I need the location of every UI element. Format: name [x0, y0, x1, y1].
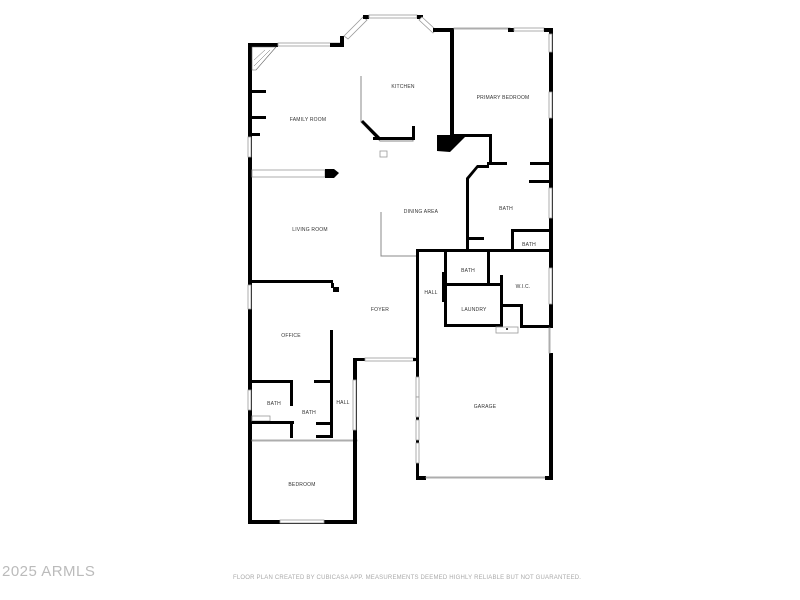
room-label-primary-bedroom: PRIMARY BEDROOM [476, 95, 530, 101]
room-label-bath: BATH [499, 206, 513, 212]
room-label-bath: BATH [267, 401, 281, 407]
room-label-bath: BATH [461, 268, 475, 274]
room-label-dining-area: DINING AREA [403, 209, 439, 215]
room-label-laundry: LAUNDRY [461, 307, 487, 313]
room-label-family-room: FAMILY ROOM [289, 117, 327, 123]
room-label-garage: GARAGE [473, 404, 497, 410]
room-label-hall: HALL [424, 290, 438, 296]
room-label-living-room: LIVING ROOM [292, 227, 328, 233]
room-label-foyer: FOYER [370, 307, 390, 313]
footer-disclaimer: FLOOR PLAN CREATED BY CUBICASA APP. MEAS… [233, 575, 582, 581]
room-label-bath: BATH [522, 242, 536, 248]
room-label-w-i-c: W.I.C. [515, 284, 531, 290]
room-label-bedroom: BEDROOM [288, 482, 316, 488]
room-label-bath: BATH [302, 410, 316, 416]
room-label-kitchen: KITCHEN [391, 84, 415, 90]
room-label-hall: HALL [336, 400, 350, 406]
room-label-office: OFFICE [281, 333, 301, 339]
watermark: 2025 ARMLS [2, 563, 96, 580]
